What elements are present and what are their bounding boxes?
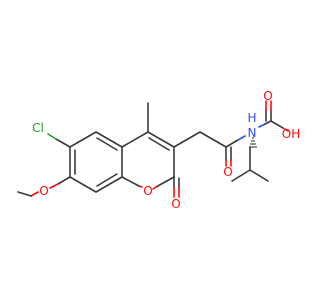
- lactone-carbonyl-oxygen-label: O: [171, 197, 180, 211]
- bond: [96, 173, 118, 187]
- stereo-hash-wedge: [249, 137, 257, 148]
- bond: [57, 176, 71, 185]
- benzene-ring-bonds: [69, 131, 123, 193]
- bond: [152, 186, 157, 190]
- bond: [258, 123, 266, 128]
- bond: [147, 131, 175, 148]
- bond: [249, 169, 269, 182]
- bond: [69, 176, 97, 193]
- acid-carbonyl-oxygen-label: O: [263, 89, 272, 103]
- molecule-canvas: Cl O O O O N H O OH: [17, 89, 300, 211]
- bond: [69, 131, 97, 148]
- bond: [47, 133, 57, 140]
- bond: [155, 176, 175, 188]
- bond: [199, 131, 227, 148]
- bond: [225, 139, 239, 148]
- bond: [148, 137, 170, 151]
- amide-nitrogen-label: N: [248, 126, 257, 140]
- bond: [121, 131, 149, 148]
- acid-hydroxyl-label: OH: [282, 127, 300, 141]
- molecule-structure-drawing: Cl O O O O N H O OH: [17, 89, 300, 211]
- bond: [237, 135, 246, 141]
- bond: [264, 120, 272, 125]
- bond: [282, 127, 289, 132]
- bond: [231, 169, 251, 182]
- bond: [17, 191, 32, 197]
- bond: [55, 138, 71, 148]
- bond: [95, 176, 123, 193]
- bond: [121, 176, 140, 187]
- bond: [49, 183, 59, 189]
- bond: [270, 120, 284, 129]
- atom-labels: Cl O O O O N H O OH: [32, 89, 300, 211]
- bond: [95, 131, 123, 148]
- substituent-bonds: [17, 100, 289, 198]
- amide-hydrogen-label: H: [247, 111, 256, 125]
- bond: [96, 137, 118, 151]
- amide-carbonyl-oxygen-label: O: [223, 165, 232, 179]
- methoxy-oxygen-label: O: [39, 184, 48, 198]
- bond: [30, 191, 39, 197]
- pyranone-ring-bonds: [121, 131, 175, 190]
- ring-oxygen-label: O: [143, 184, 152, 198]
- chlorine-label: Cl: [32, 121, 44, 135]
- bond: [173, 131, 201, 148]
